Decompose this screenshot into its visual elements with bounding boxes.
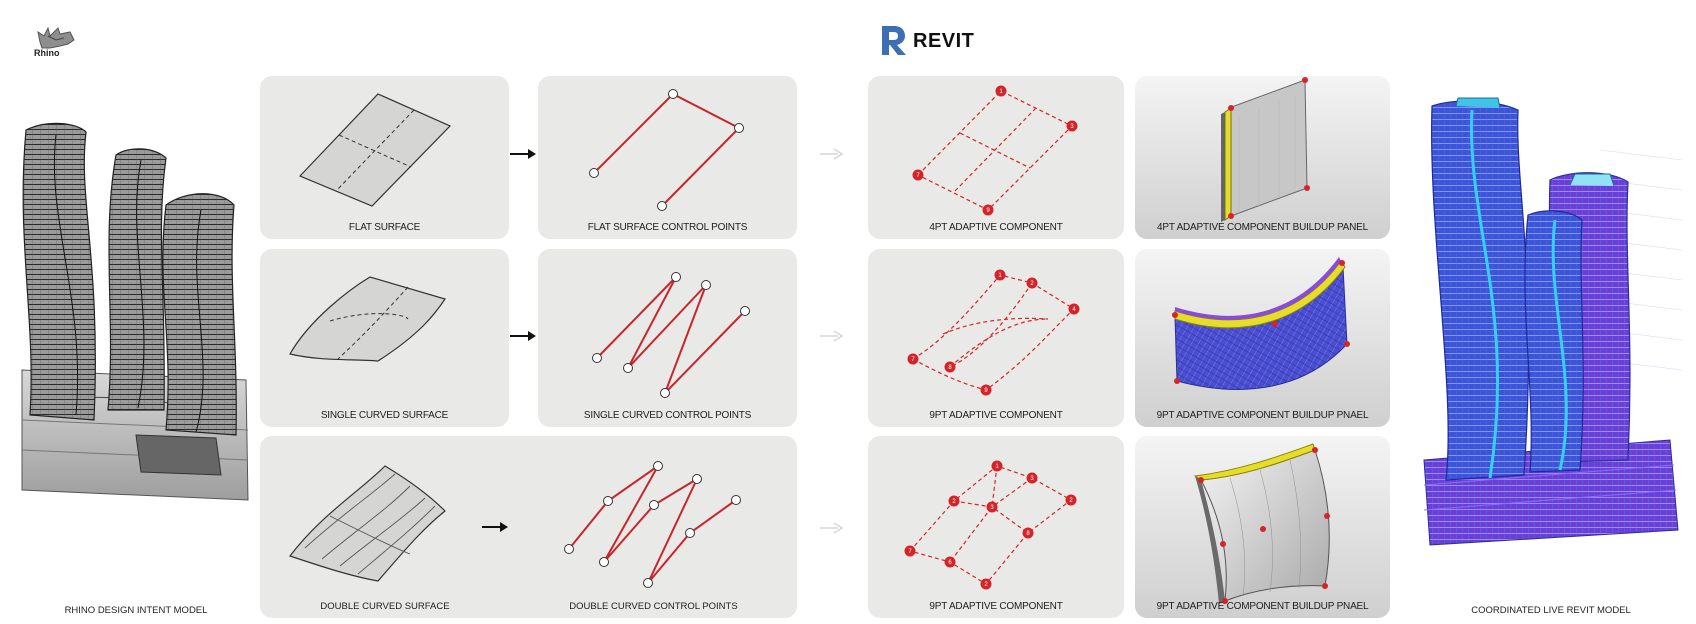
buildup-9pt-panel-row3: 9PT ADAPTIVE COMPONENT BUILDUP PNAEL xyxy=(1135,436,1390,618)
buildup-9pt-caption-row3: 9PT ADAPTIVE COMPONENT BUILDUP PNAEL xyxy=(1156,601,1369,612)
revit-live-model xyxy=(1420,90,1682,550)
double-curved-surface-caption: DOUBLE CURVED SURFACE xyxy=(320,601,450,612)
adaptive-9pt-diagram-row2: 1 2 4 7 8 9 xyxy=(907,269,1080,396)
rhino-logo: Rhino xyxy=(30,14,90,64)
arrow-row1 xyxy=(508,146,538,162)
point-label: 3 xyxy=(1030,476,1034,482)
adaptive-9pt-diagram-row3: 1 3 2 2 3 8 7 6 2 xyxy=(904,460,1077,590)
buildup-4pt-panel: 4PT ADAPTIVE COMPONENT BUILDUP PANEL xyxy=(1135,76,1390,239)
single-curved-control-points-panel: SINGLE CURVED CONTROL POINTS xyxy=(538,249,797,427)
point-label: 9 xyxy=(986,208,990,214)
buildup-9pt-panel-row2: 9PT ADAPTIVE COMPONENT BUILDUP PNAEL xyxy=(1135,249,1390,427)
rhino-logo-text: Rhino xyxy=(34,48,60,58)
arrow-right-icon xyxy=(510,149,536,159)
point-label: 3 xyxy=(990,505,994,511)
point-label: 2 xyxy=(952,499,956,505)
flat-surface-panel: FLAT SURFACE xyxy=(260,76,509,239)
rhino-model-caption: RHINO DESIGN INTENT MODEL xyxy=(64,605,208,616)
adaptive-9pt-panel-row2: 1 2 4 7 8 9 9PT ADAPTIVE COMPONENT xyxy=(868,249,1124,427)
point-label: 6 xyxy=(948,560,952,566)
buildup-9pt-caption-row2: 9PT ADAPTIVE COMPONENT BUILDUP PNAEL xyxy=(1156,410,1369,421)
point-label: 8 xyxy=(1026,531,1030,537)
adaptive-4pt-diagram: 1 3 7 9 xyxy=(912,85,1078,216)
adaptive-9pt-caption-row3: 9PT ADAPTIVE COMPONENT xyxy=(929,601,1063,612)
double-curved-diagram xyxy=(289,461,741,588)
flat-control-points-panel: FLAT SURFACE CONTROL POINTS xyxy=(538,76,797,239)
faint-arrow-row2 xyxy=(818,328,848,344)
rhino-towers-illustration xyxy=(21,122,249,501)
point-label: 1 xyxy=(995,464,999,470)
arrow-right-icon xyxy=(820,148,844,160)
point-label: 2 xyxy=(984,582,988,588)
revit-logo-text: REVIT xyxy=(913,30,975,52)
point-label: 7 xyxy=(908,549,912,555)
arrow-right-icon xyxy=(820,330,844,342)
arrow-right-icon xyxy=(820,522,844,534)
flat-control-points-diagram xyxy=(589,89,744,211)
adaptive-4pt-caption: 4PT ADAPTIVE COMPONENT xyxy=(929,222,1063,233)
adaptive-9pt-caption-row2: 9PT ADAPTIVE COMPONENT xyxy=(929,410,1063,421)
rhino-design-model xyxy=(16,120,256,510)
single-curved-surface-diagram xyxy=(289,276,446,362)
point-label: 7 xyxy=(911,357,915,363)
point-label: 7 xyxy=(916,173,920,179)
rhino-icon xyxy=(37,26,75,49)
revit-model-caption: COORDINATED LIVE REVIT MODEL xyxy=(1471,605,1631,616)
point-label: 8 xyxy=(948,365,952,371)
single-curved-control-points-diagram xyxy=(592,272,750,398)
flat-surface-caption: FLAT SURFACE xyxy=(348,222,421,233)
flat-surface-diagram xyxy=(298,93,452,207)
arrow-row2 xyxy=(508,328,538,344)
single-curved-surface-panel: SINGLE CURVED SURFACE xyxy=(260,249,509,427)
buildup-9pt-render-row3 xyxy=(1193,443,1330,604)
faint-arrow-row1 xyxy=(818,146,848,162)
point-label: 1 xyxy=(998,273,1002,279)
double-curved-control-points-caption: DOUBLE CURVED CONTROL POINTS xyxy=(569,601,738,612)
point-label: 2 xyxy=(1030,281,1034,287)
buildup-9pt-render-row2 xyxy=(1172,257,1350,390)
buildup-4pt-render xyxy=(1221,77,1310,222)
single-curved-control-points-caption: SINGLE CURVED CONTROL POINTS xyxy=(583,410,752,421)
single-curved-surface-caption: SINGLE CURVED SURFACE xyxy=(320,410,449,421)
revit-r-icon xyxy=(882,26,906,55)
revit-towers-illustration xyxy=(1423,97,1682,546)
point-label: 2 xyxy=(1069,498,1073,504)
revit-logo: REVIT xyxy=(879,24,989,58)
point-label: 1 xyxy=(999,89,1003,95)
point-label: 4 xyxy=(1072,307,1076,313)
buildup-4pt-caption: 4PT ADAPTIVE COMPONENT BUILDUP PANEL xyxy=(1156,222,1368,233)
double-curved-row-panel: DOUBLE CURVED SURFACE DOUBLE CURVED CONT… xyxy=(260,436,797,618)
adaptive-4pt-panel: 1 3 7 9 4PT ADAPTIVE COMPONENT xyxy=(868,76,1124,239)
arrow-right-icon xyxy=(510,331,536,341)
point-label: 3 xyxy=(1070,124,1074,130)
flat-control-points-caption: FLAT SURFACE CONTROL POINTS xyxy=(587,222,748,233)
adaptive-9pt-panel-row3: 1 3 2 2 3 8 7 6 2 9PT ADAPTIVE COMPONENT xyxy=(868,436,1124,618)
point-label: 9 xyxy=(984,388,988,394)
faint-arrow-row3 xyxy=(818,520,848,536)
